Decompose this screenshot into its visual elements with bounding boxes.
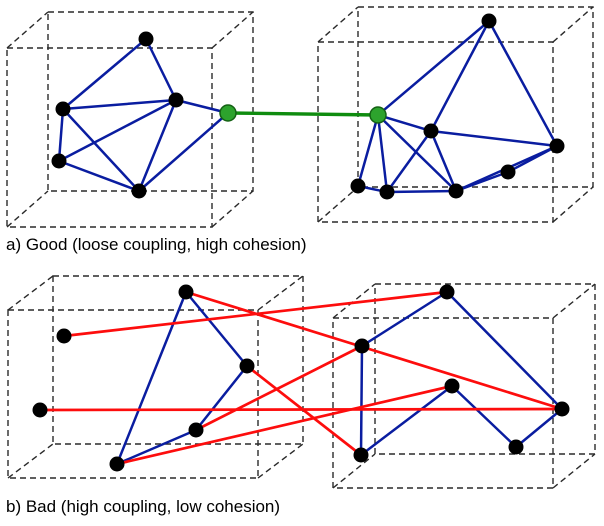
component-node [138, 31, 154, 47]
module-box-edge [332, 283, 376, 319]
intra-edge [115, 428, 198, 466]
intra-edge [429, 129, 559, 148]
module-box-edge [6, 190, 49, 228]
module-box-edge [552, 283, 596, 319]
intra-edge [144, 37, 178, 102]
intra-edge [61, 37, 148, 111]
module-box-back-face [47, 11, 254, 192]
module-box-front-face [6, 47, 213, 228]
module-box-edge [257, 443, 304, 479]
component-node [51, 153, 67, 169]
intra-edge [61, 107, 141, 193]
caption-good-coupling: a) Good (loose coupling, high cohesion) [6, 235, 307, 254]
intra-edge [450, 384, 518, 449]
intra-edge [454, 170, 510, 193]
module-box-edge [6, 11, 49, 49]
component-node [56, 328, 72, 344]
module-box-edge [257, 275, 304, 311]
intra-edge [356, 113, 380, 188]
component-node [444, 378, 460, 394]
intra-edge [385, 129, 433, 194]
intra-edge [514, 407, 564, 449]
component-node [500, 164, 516, 180]
component-node [32, 402, 48, 418]
intra-edge [115, 290, 188, 466]
component-node [239, 358, 255, 374]
intra-edge [376, 113, 389, 194]
component-node [131, 183, 147, 199]
intra-edge [174, 98, 230, 115]
intra-edge [57, 107, 65, 163]
intra-edge [376, 113, 433, 133]
intra-edge [506, 144, 559, 174]
component-node [168, 92, 184, 108]
component-node [379, 184, 395, 200]
intra-edge [429, 19, 491, 133]
component-node [178, 284, 194, 300]
intra-edge [61, 98, 178, 111]
intra-edge [487, 19, 559, 148]
component-node [554, 401, 570, 417]
component-node [423, 123, 439, 139]
intra-edge [57, 98, 178, 163]
intra-edge [359, 384, 454, 457]
intra-edge [445, 290, 564, 411]
module-box-front-face [7, 309, 259, 479]
module-box-edge [552, 453, 596, 489]
module-box-edge [211, 190, 254, 228]
intra-edge [137, 111, 230, 193]
module-box-back-face [52, 275, 304, 445]
module-box-front-face [332, 317, 554, 489]
component-node [549, 138, 565, 154]
module-box-edge [552, 186, 594, 223]
inter-edge [184, 290, 564, 411]
module-box-edge [552, 6, 594, 43]
component-node [448, 183, 464, 199]
component-node [55, 101, 71, 117]
component-node [109, 456, 125, 472]
component-node [508, 439, 524, 455]
intra-edge [376, 19, 491, 117]
inter-edge [115, 384, 454, 466]
module-box-back-face [374, 283, 596, 455]
caption-bad-coupling: b) Bad (high coupling, low cohesion) [6, 497, 281, 516]
module-box-edge [317, 186, 359, 223]
bridge-edge [226, 111, 380, 117]
inter-edge [245, 364, 363, 457]
module-box-edge [7, 275, 54, 311]
module-box-front-face [317, 41, 554, 223]
intra-edge [360, 290, 449, 348]
intra-edge [194, 364, 249, 432]
component-node [439, 284, 455, 300]
interface-node [219, 104, 237, 122]
component-node [481, 13, 497, 29]
intra-edge [57, 159, 141, 193]
component-node [188, 422, 204, 438]
component-node [350, 178, 366, 194]
module-box-back-face [357, 6, 594, 188]
component-node [354, 338, 370, 354]
inter-edge [194, 344, 364, 432]
component-node [353, 447, 369, 463]
module-box-edge [211, 11, 254, 49]
intra-edge [385, 189, 458, 194]
module-box-edge [7, 443, 54, 479]
intra-edge [184, 290, 249, 368]
interface-node [369, 106, 387, 124]
intra-edge [137, 98, 178, 193]
intra-edge [376, 113, 458, 193]
module-box-edge [317, 6, 359, 43]
module-box-edge [332, 453, 376, 489]
intra-edge [429, 129, 458, 193]
intra-edge [359, 344, 364, 457]
